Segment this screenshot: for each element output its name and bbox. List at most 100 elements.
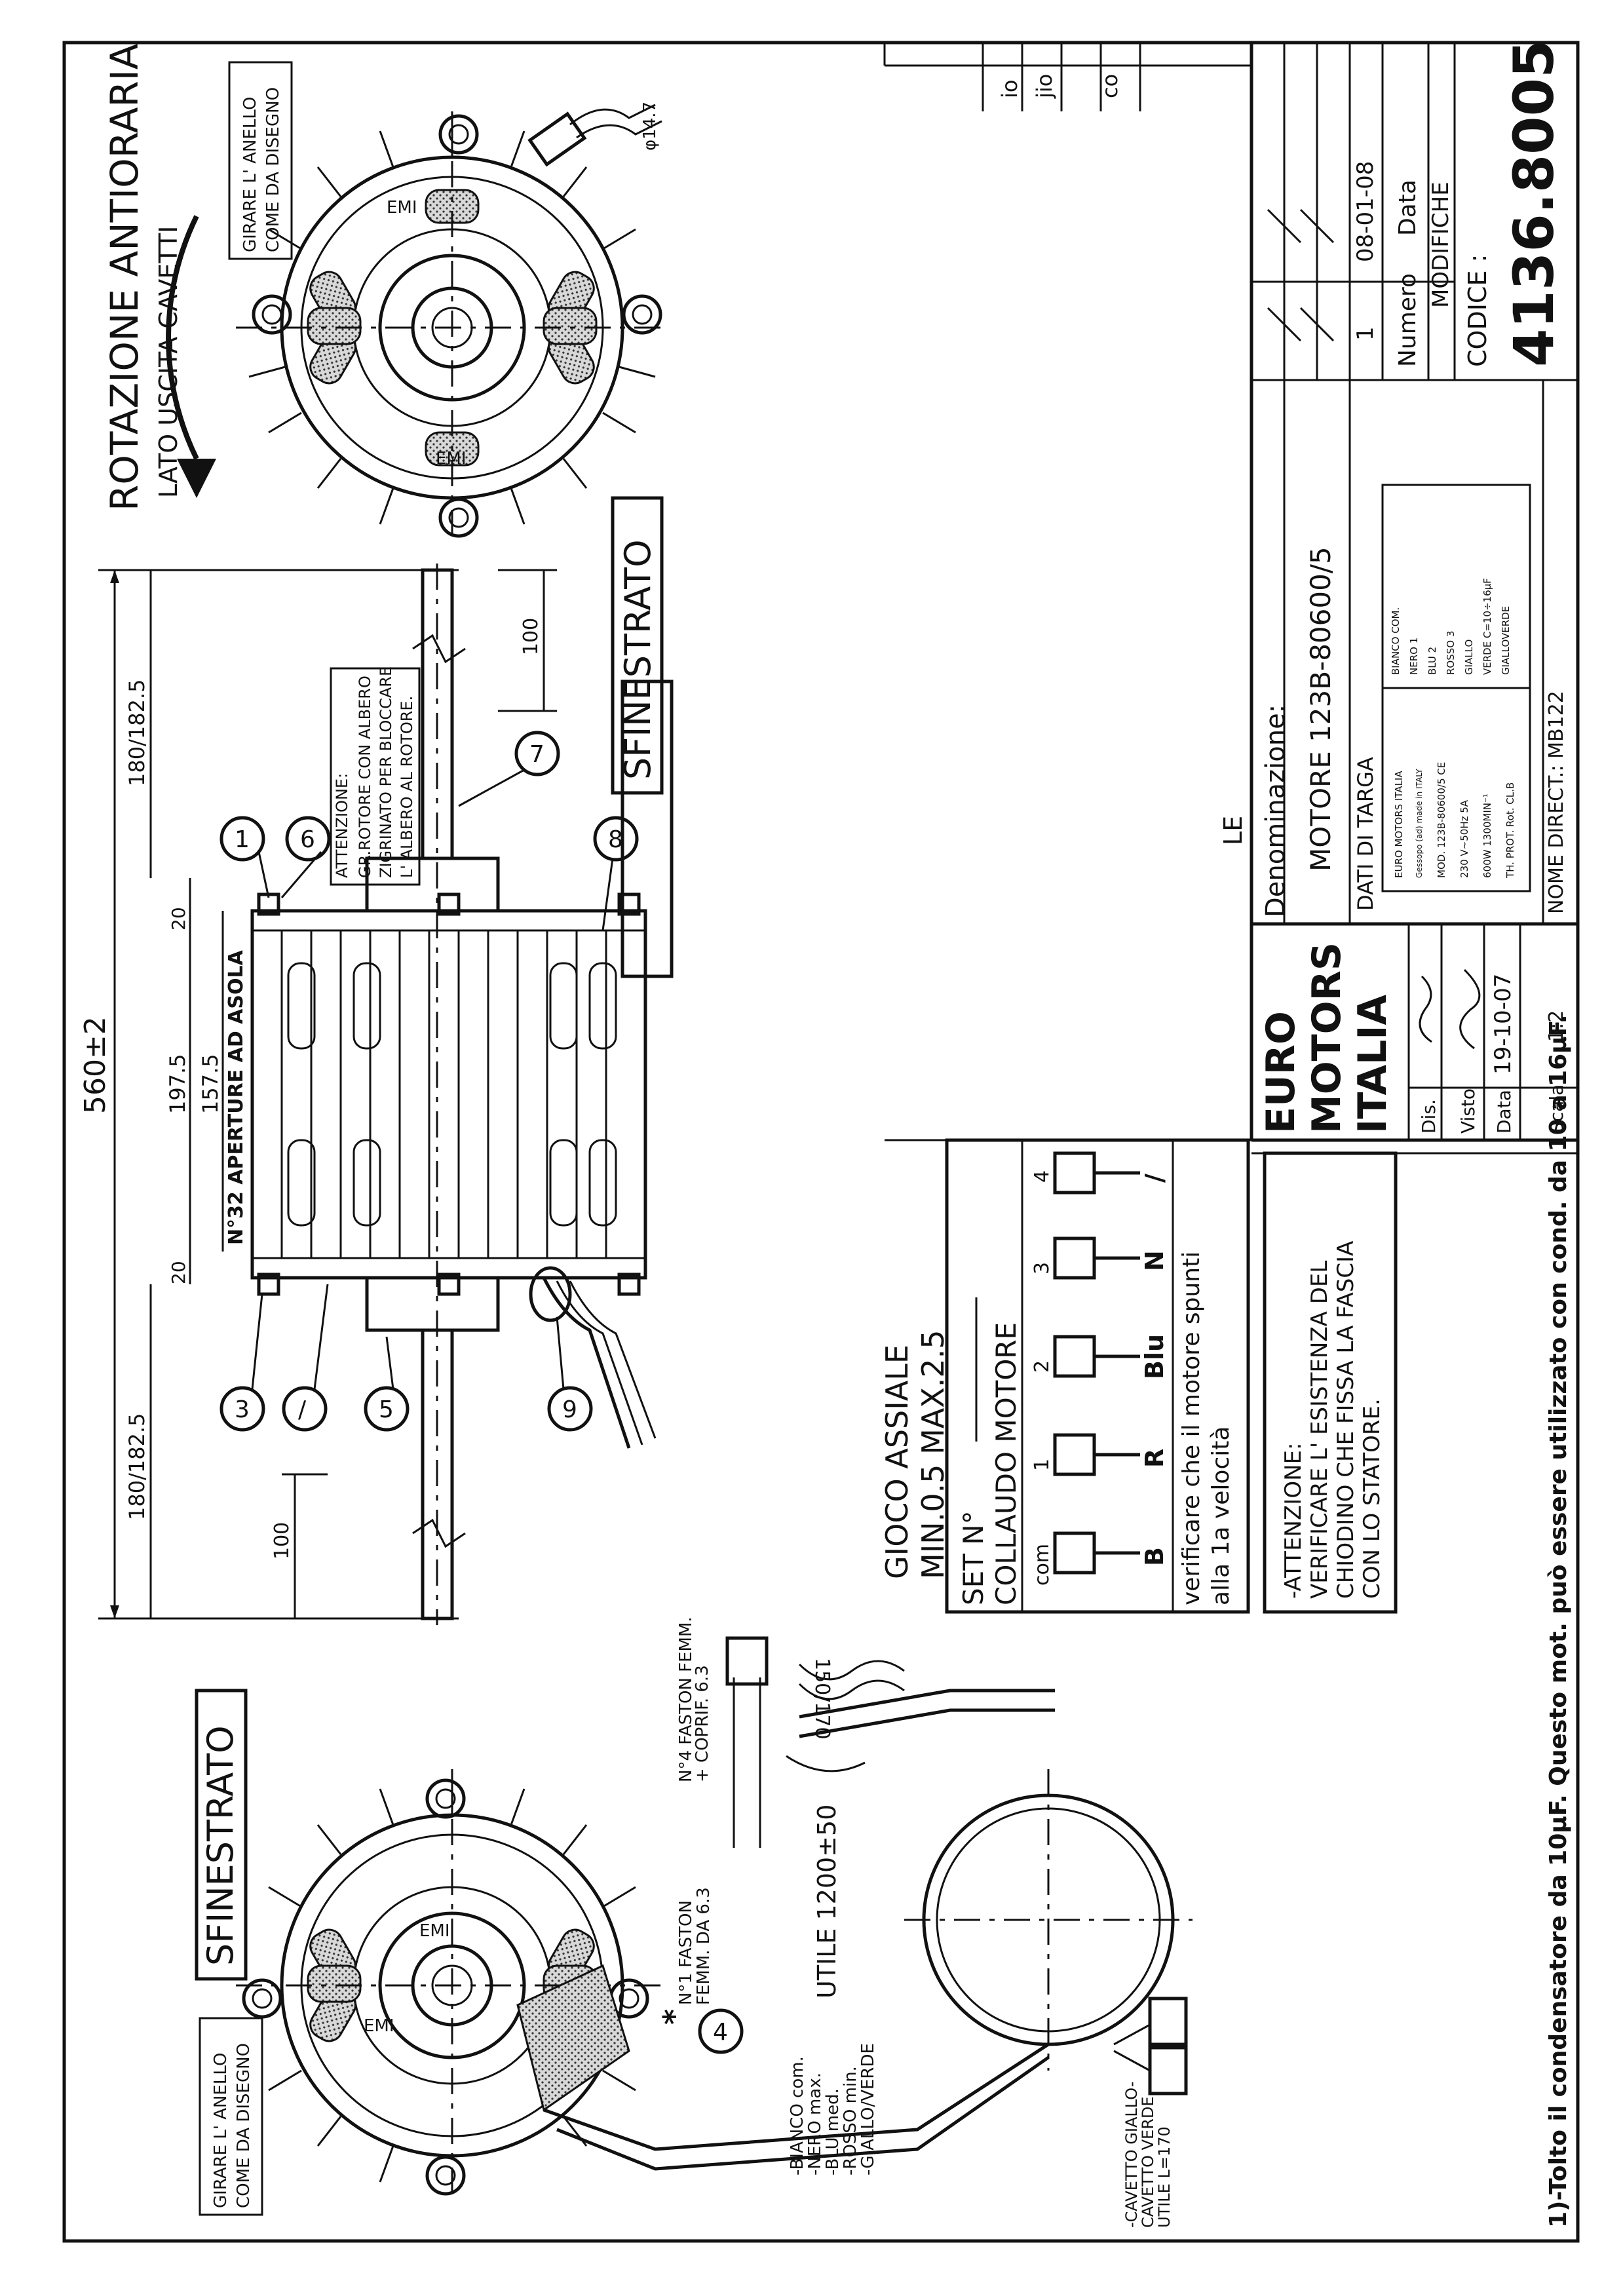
balloon-4: 4 [698, 2008, 744, 2054]
dim-overall: 560±2 [79, 1016, 112, 1114]
dim-right-1805: 180/182.5 [124, 679, 149, 786]
letter-b: B [1140, 1547, 1169, 1566]
collaudo-box [945, 1138, 1250, 1614]
col-header-com: com [1031, 1544, 1054, 1586]
connector-plug-1 [1148, 1997, 1188, 2046]
nameplate-wire-4: ROSSO 3 [1445, 631, 1457, 675]
att-rotore-line-2: ZIGRINATO PER BLOCCARE [377, 666, 395, 878]
codice-label: CODICE : [1463, 254, 1492, 367]
dim-150: 150/170 [811, 1658, 833, 1740]
nameplate-wire-1: BIANCO COM. [1390, 607, 1402, 675]
balloon-9: 9 [547, 1386, 593, 1432]
faston1-line-1: N°1 FASTON [676, 1900, 696, 2005]
cable-box [516, 1964, 630, 2112]
set-n-label: SET N° [957, 1510, 989, 1605]
end-view-top: EMI EMI φ14.7 [236, 102, 668, 544]
dim-100-bottom: 100 [271, 1522, 294, 1559]
wire-list-2: -NERO max. [805, 2073, 825, 2175]
aperture-label: N°32 APERTURE AD ASOLA [225, 949, 248, 1245]
gioco-label-2: MIN.0.5 MAX.2.5 [915, 1330, 951, 1579]
balloon-1: 1 [220, 816, 265, 862]
att-rotore-line-3: L' ALBERO AL ROTORE. [398, 696, 416, 878]
girare-anello-bottom-1: GIRARE L' ANELLO [211, 2053, 231, 2208]
data-label: Data [1493, 1090, 1515, 1134]
svg-text:7: 7 [529, 741, 544, 768]
logo-motors: MOTORS [1304, 942, 1350, 1134]
lato-uscita-label: LATO USCITA CAVETTI [154, 226, 183, 498]
emi-mark-top-2: EMI [436, 449, 467, 469]
balloon-5: 5 [364, 1386, 410, 1432]
gioco-label-1: GIOCO ASSIALE [879, 1345, 915, 1579]
letter-n: N [1140, 1250, 1169, 1271]
modifiche-label: MODIFICHE [1428, 182, 1454, 308]
faston4-line-1: N°4 FASTON FEMM. [676, 1617, 696, 1782]
dim-157: 157.5 [198, 1054, 223, 1114]
signature-visto [1459, 968, 1481, 1050]
emi-mark-bottom-1: EMI [419, 1921, 450, 1941]
emi-mark-top-1: EMI [387, 198, 417, 218]
letter-slash: / [1140, 1174, 1169, 1183]
nameplate-wire-3: BLU 2 [1426, 647, 1438, 675]
nome-direct-label: NOME DIRECT.: MB122 [1545, 691, 1568, 914]
data-value: 19-10-07 [1490, 974, 1516, 1075]
col-header-3: 3 [1031, 1262, 1054, 1274]
nameplate-wire-2: NERO 1 [1408, 638, 1420, 675]
att2-line-4: CON LO STATORE. [1359, 1398, 1385, 1599]
signature-dis [1419, 975, 1432, 1043]
girare-anello-bottom-2: COME DA DISEGNO [234, 2043, 254, 2208]
logo-euro: EURO [1258, 1011, 1304, 1134]
dati-di-targa-label: DATI DI TARGA [1353, 757, 1378, 911]
wire-list-1: -BIANCO com. [788, 2056, 807, 2175]
scala-value: 1:2 [1545, 1010, 1568, 1042]
visto-label: Visto [1457, 1088, 1479, 1134]
nameplate-wire-6: VERDE C=10÷16μF [1481, 578, 1493, 675]
nameplate-line-1: EURO MOTORS ITALIA [1393, 771, 1405, 878]
nameplate-wire-5: GIALLO [1463, 640, 1475, 675]
wire-list-3: -BLU med. [823, 2088, 843, 2175]
collaudo-terminals: com 1 2 3 4 B R Blu N / [1031, 1151, 1169, 1586]
dis-label: Dis. [1418, 1099, 1440, 1134]
girare-anello-top-2: COME DA DISEGNO [263, 87, 283, 252]
collaudo-section: GIOCO ASSIALE MIN.0.5 MAX.2.5 SET N° COL… [879, 1138, 1398, 1614]
nameplate-line-5: 600W 1300MIN⁻¹ [1481, 794, 1493, 878]
company-logo: EURO MOTORS ITALIA [1251, 924, 1578, 1155]
numero-label: Numero [1394, 273, 1421, 367]
title-edge-label-le: LE [1219, 816, 1248, 845]
svg-text:3: 3 [235, 1396, 250, 1423]
letter-r: R [1140, 1449, 1169, 1468]
dim-20-a: 20 [168, 907, 189, 930]
svg-text:9: 9 [562, 1396, 577, 1423]
balloon-7: 7 [514, 731, 560, 776]
nameplate-line-6: TH. PROT. Rot. CL.B [1504, 782, 1516, 879]
scala-label: Scala [1546, 1084, 1567, 1134]
rear-hub [365, 1276, 500, 1332]
nameplate: EURO MOTORS ITALIA Gessopo (ad) made in … [1381, 484, 1531, 892]
connector-plug-2 [1148, 2046, 1188, 2095]
cable-harness: 150/170 N°4 FASTON FEMM. + COPRIF. 6.3 N… [543, 1617, 1193, 2229]
col-header-4: 4 [1031, 1170, 1054, 1183]
nameplate-line-2: Gessopo (ad) made in ITALY [1415, 769, 1424, 878]
rotation-arc [166, 215, 199, 460]
nameplate-line-4: 230 V~50Hz 5A [1459, 799, 1470, 878]
nameplate-wire-7: GIALLOVERDE [1500, 606, 1512, 675]
verificare-line-1: verificare che il motore spunti [1178, 1252, 1205, 1605]
cavetto-line-1: -CAVETTO GIALLO- [1122, 2082, 1141, 2229]
svg-text:1: 1 [235, 826, 250, 853]
faston1-line-2: FEMM. DA 6.3 [694, 1887, 714, 2005]
svg-text:4: 4 [713, 2019, 728, 2046]
col-header-2: 2 [1031, 1360, 1054, 1373]
codice-value: 4136.8005 [1502, 40, 1566, 368]
collaudo-label: COLLAUDO MOTORE [990, 1322, 1022, 1605]
end-view-bottom: EMI EMI SFINESTRATO GIRARE L' ANELLO COM… [195, 1689, 744, 2216]
title-block: LE Denominazione: MOTORE 123B-80600/5 DA… [883, 40, 1578, 1155]
rotazione-label: ROTAZIONE ANTIORARIA [102, 43, 147, 511]
edge-label-jio: jio [1032, 74, 1057, 99]
wire-list-5: -GIALLO/VERDE [858, 2043, 878, 2175]
motor-name: MOTORE 123B-80600/5 [1305, 546, 1337, 871]
att-rotore-line-1: GR.ROTORE CON ALBERO [356, 676, 374, 878]
nameplate-line-3: MOD. 123B-80600/5 CE [1436, 762, 1447, 878]
girare-anello-top-1: GIRARE L' ANELLO [240, 97, 260, 252]
svg-text:/: / [298, 1396, 307, 1423]
